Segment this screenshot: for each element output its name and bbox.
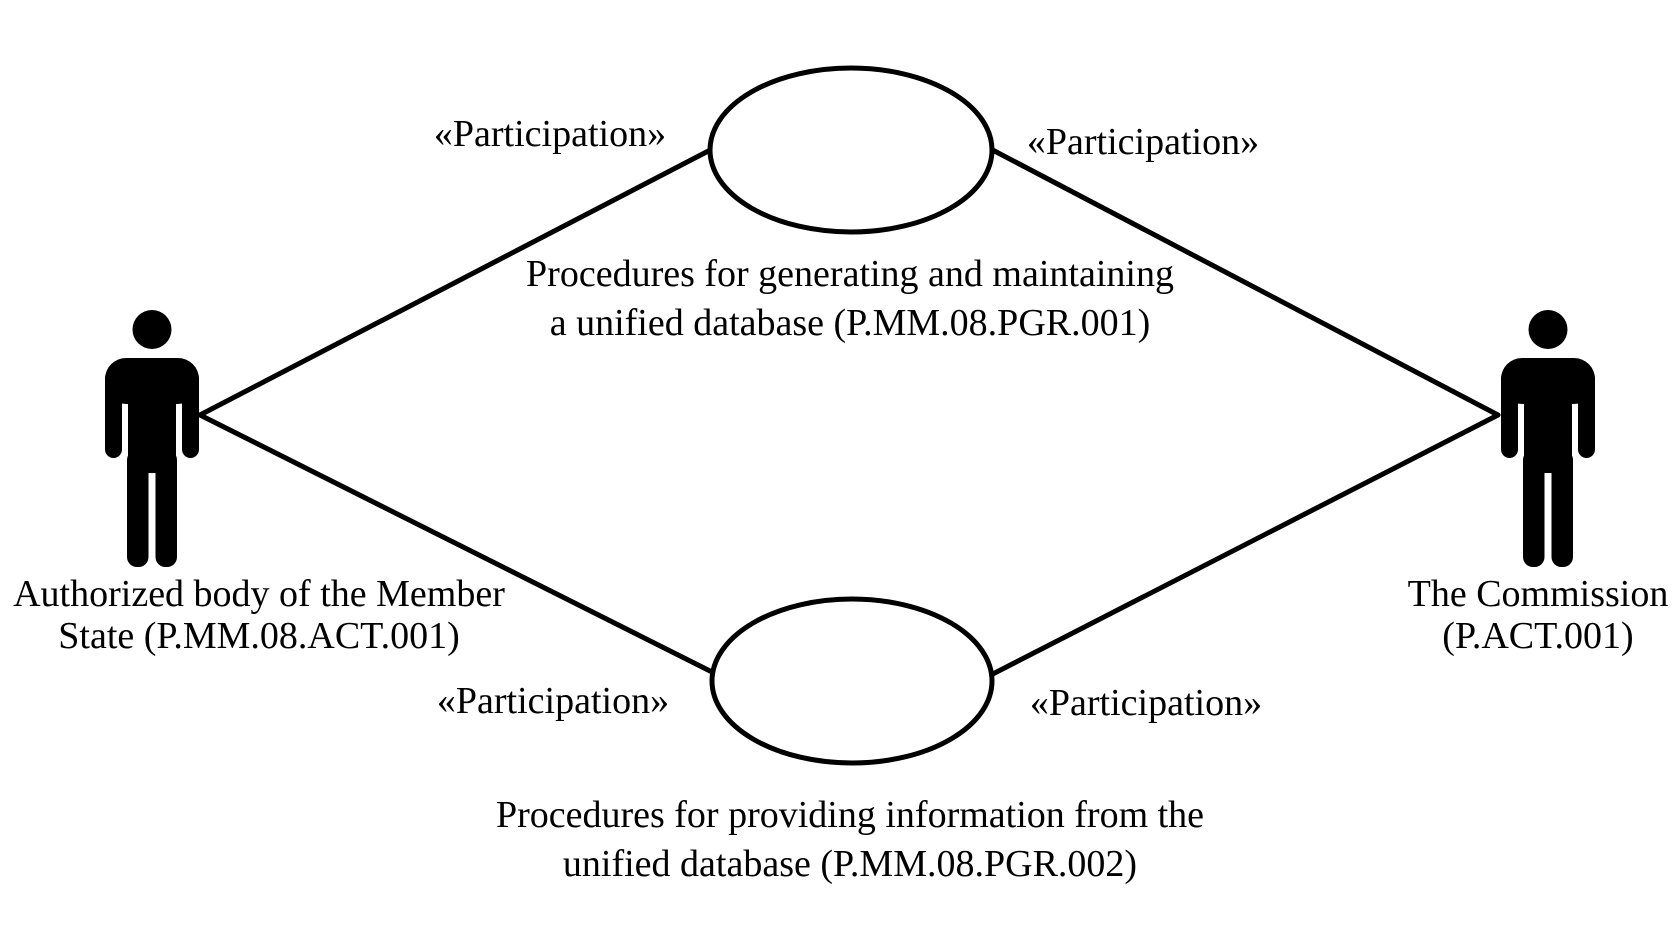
actor-member-state-label: Authorized body of the Member State (P.M… [13, 573, 505, 658]
use-case-top-label-line2: a unified database (P.MM.08.PGR.001) [549, 301, 1151, 344]
use-case-bottom-label-line2: unified database (P.MM.08.PGR.002) [562, 842, 1138, 885]
use-case-top-label: Procedures for generating and maintainin… [526, 250, 1174, 347]
actor-commission-label: The Commission (P.ACT.001) [1407, 573, 1669, 658]
stereotype-label-bottom-left: «Participation» [436, 680, 670, 722]
stereotype-label-top-left: «Participation» [433, 113, 667, 155]
actor-commission-icon [1501, 310, 1595, 567]
use-case-top-label-line1: Procedures for generating and maintainin… [526, 253, 1174, 295]
association-line-top-right [982, 143, 1501, 418]
actor-member-state-label-line1: Authorized body of the Member [13, 573, 505, 615]
use-case-bottom-label: Procedures for providing information fro… [496, 791, 1204, 888]
actor-member-state-icon [105, 310, 199, 567]
association-line-top-left [197, 143, 721, 418]
use-case-bottom-label-line1: Procedures for providing information fro… [495, 794, 1205, 836]
actor-commission-label-line1: The Commission [1407, 573, 1669, 615]
actor-member-state-label-line2: State (P.MM.08.ACT.001) [58, 614, 460, 657]
stereotype-label-bottom-right: «Participation» [1029, 682, 1263, 724]
association-line-bottom-right [982, 412, 1501, 681]
association-line-bottom-left [197, 412, 723, 679]
use-case-ellipse-top [707, 65, 995, 235]
stereotype-label-top-right: «Participation» [1026, 121, 1260, 163]
use-case-ellipse-bottom [709, 596, 995, 766]
actor-commission-label-line2: (P.ACT.001) [1442, 614, 1634, 657]
